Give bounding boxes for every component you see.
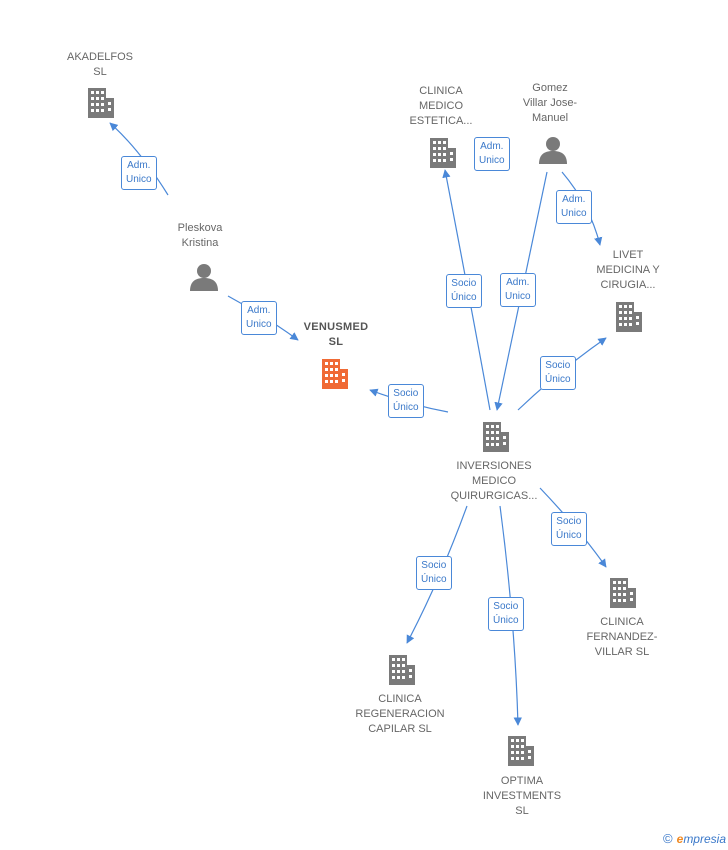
building-icon — [430, 138, 456, 168]
node-label-inversiones[interactable]: INVERSIONES MEDICO QUIRURGICAS... — [450, 460, 538, 502]
building-icon — [483, 422, 509, 452]
brand-name: mpresia — [683, 832, 726, 846]
node-label-optima[interactable]: OPTIMA INVESTMENTS SL — [482, 775, 562, 817]
building-icon — [322, 359, 348, 389]
edge-label-e5: Adm. Unico — [500, 273, 536, 307]
node-label-livet[interactable]: LIVET MEDICINA Y CIRUGIA... — [596, 249, 660, 291]
node-label-clinica-medico[interactable]: CLINICA MEDICO ESTETICA... — [409, 85, 473, 127]
node-label-pleskova[interactable]: Pleskova Kristina — [177, 222, 223, 249]
node-label-akadelfos[interactable]: AKADELFOS SL — [66, 51, 134, 78]
node-label-clinica-regeneracion[interactable]: CLINICA REGENERACION CAPILAR SL — [355, 693, 445, 735]
edge-label-e6: Socio Único — [446, 274, 482, 308]
building-icon — [508, 736, 534, 766]
node-label-gomez[interactable]: Gomez Villar Jose- Manuel — [522, 82, 578, 124]
edge-label-e2: Adm. Unico — [241, 301, 277, 335]
edge-label-e4: Adm. Unico — [556, 190, 592, 224]
building-icon — [88, 88, 114, 118]
edge-label-e1: Adm. Unico — [121, 156, 157, 190]
node-label-clinica-fernandez[interactable]: CLINICA FERNANDEZ- VILLAR SL — [586, 616, 658, 658]
person-icon — [539, 137, 567, 164]
edge-label-e10: Socio Único — [416, 556, 452, 590]
edge-label-e9: Socio Único — [551, 512, 587, 546]
building-icon — [610, 578, 636, 608]
edge-label-e3: Adm. Unico — [474, 137, 510, 171]
edge-label-e11: Socio Único — [488, 597, 524, 631]
edge-label-e8: Socio Único — [388, 384, 424, 418]
building-icon — [389, 655, 415, 685]
edge-label-e7: Socio Único — [540, 356, 576, 390]
brand-logo[interactable]: ©empresia — [663, 831, 726, 846]
copyright-symbol: © — [663, 831, 673, 846]
building-icon — [616, 302, 642, 332]
person-icon — [190, 264, 218, 291]
node-label-venusmed[interactable]: VENUSMED SL — [303, 321, 369, 348]
brand-initial: e — [676, 832, 684, 846]
edge-line-e1 — [109, 122, 169, 196]
